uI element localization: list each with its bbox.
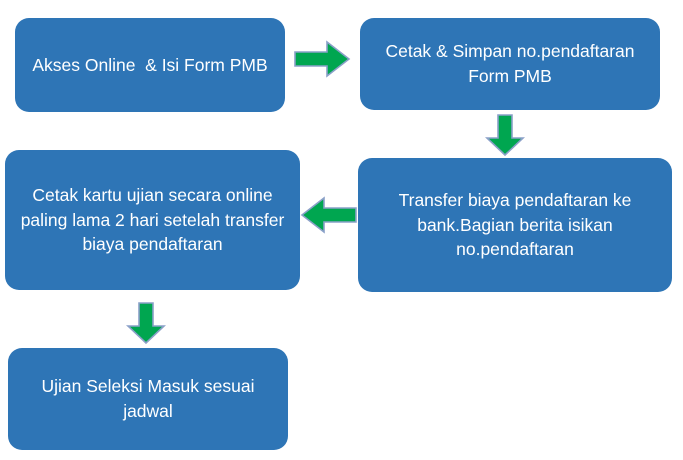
flow-node-akses-online[interactable]: Akses Online & Isi Form PMB [15,18,285,112]
flow-node-label: Transfer biaya pendaftaran ke bank.Bagia… [398,189,637,260]
flow-node-cetak-kartu[interactable]: Cetak kartu ujian secara online paling l… [5,150,300,290]
flow-node-label: Akses Online & Isi Form PMB [32,54,268,75]
arrow-down-icon [125,302,167,345]
arrow-down-icon [484,114,526,157]
flow-node-label: Ujian Seleksi Masuk sesuai jadwal [41,376,260,421]
flow-node-label: Cetak kartu ujian secara online paling l… [20,184,290,255]
flow-node-cetak-simpan[interactable]: Cetak & Simpan no.pendaftaran Form PMB [360,18,660,110]
arrow-right-icon [294,40,351,78]
flow-node-transfer-biaya[interactable]: Transfer biaya pendaftaran ke bank.Bagia… [358,158,672,292]
flow-node-label: Cetak & Simpan no.pendaftaran Form PMB [385,41,640,86]
flow-node-ujian-seleksi[interactable]: Ujian Seleksi Masuk sesuai jadwal [8,348,288,450]
arrow-left-icon [300,196,357,234]
